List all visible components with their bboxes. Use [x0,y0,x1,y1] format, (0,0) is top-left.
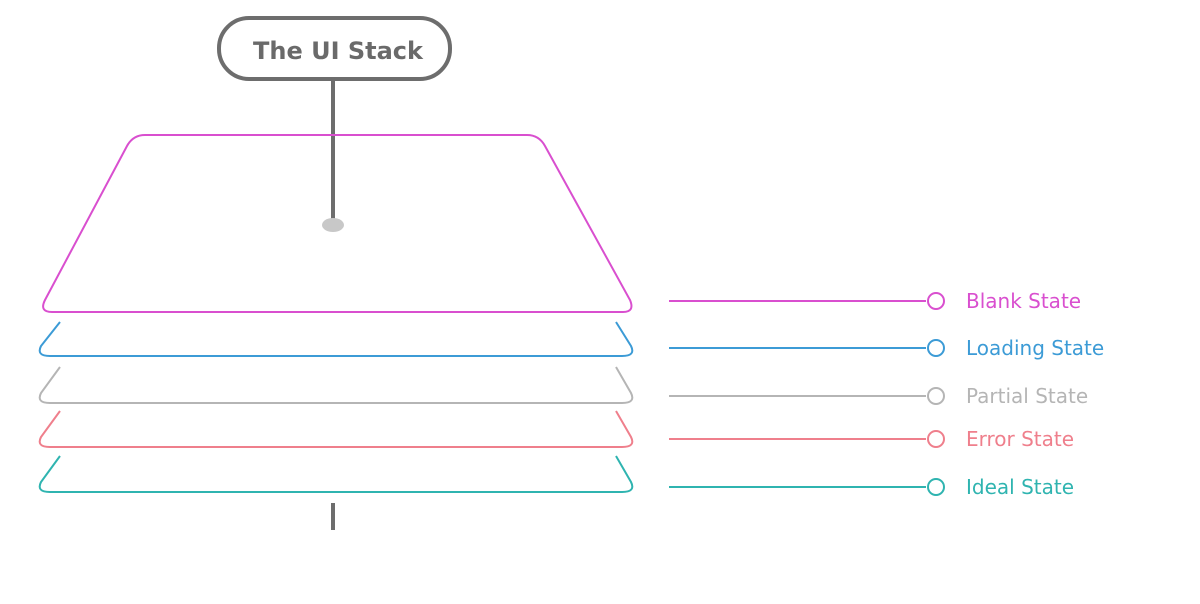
legend-circle-loading [927,339,945,357]
layer-plate-error [38,410,634,448]
diagram-title: The UI Stack [253,37,424,65]
legend-circle-partial [927,387,945,405]
legend-row-ideal: Ideal State [669,475,1074,499]
legend-row-error: Error State [669,427,1074,451]
legend-label-partial: Partial State [966,384,1088,408]
legend-row-partial: Partial State [669,384,1088,408]
layer-plate-ideal [38,455,634,493]
layer-plate-partial [38,366,634,404]
legend-label-ideal: Ideal State [966,475,1074,499]
layer-plate-loading [38,321,634,357]
legend-row-blank: Blank State [669,289,1081,313]
legend-label-loading: Loading State [966,336,1104,360]
legend-circle-error [927,430,945,448]
legend-row-loading: Loading State [669,336,1104,360]
title-pill: The UI Stack [217,16,452,81]
legend-label-error: Error State [966,427,1074,451]
legend-circle-blank [927,292,945,310]
legend-label-blank: Blank State [966,289,1081,313]
stem-pin-dot [322,218,344,232]
legend-circle-ideal [927,478,945,496]
layer-plate-blank [42,134,633,313]
